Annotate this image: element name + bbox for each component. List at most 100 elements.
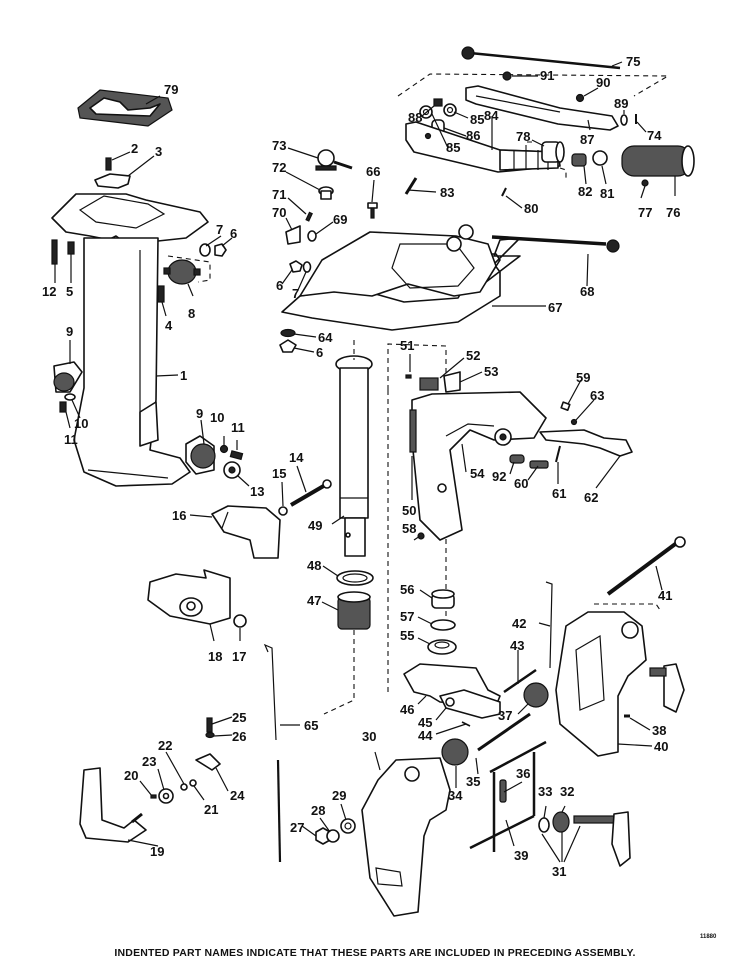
callout-19: 19	[150, 844, 164, 859]
callout-58: 58	[402, 521, 416, 536]
part-6-nut	[214, 243, 227, 257]
part-13-washer	[223, 461, 241, 479]
part-48-ring	[336, 570, 374, 586]
callout-15: 15	[272, 466, 286, 481]
callout-49: 49	[308, 518, 322, 533]
part-33-washer	[538, 817, 550, 833]
callout-42: 42	[512, 616, 526, 631]
callout-24: 24	[230, 788, 245, 803]
part-9-mount-left	[53, 361, 83, 393]
part-75-tie-rod	[461, 46, 621, 70]
callout-66: 66	[366, 164, 380, 179]
part-77-screw	[641, 179, 649, 187]
callout-59: 59	[576, 370, 590, 385]
callout-68: 68	[580, 284, 594, 299]
footer-note: INDENTED PART NAMES INDICATE THAT THESE …	[114, 947, 636, 959]
callout-87: 87	[580, 132, 594, 147]
part-67-swivel-bracket	[281, 224, 521, 331]
part-29-bushing	[340, 818, 356, 834]
callout-72: 72	[272, 160, 286, 175]
callout-28: 28	[311, 803, 325, 818]
part-35-spring	[477, 712, 531, 752]
part-19-lever	[79, 767, 147, 843]
callout-44: 44	[418, 728, 433, 743]
callout-48: 48	[307, 558, 321, 573]
part-10-nut-right	[219, 444, 229, 454]
part-45-plate	[439, 689, 501, 719]
part-8-mount	[163, 259, 201, 285]
callout-7: 7	[216, 222, 223, 237]
callout-82: 82	[578, 184, 592, 199]
part-43-pin	[503, 668, 537, 694]
part-52-pad	[419, 377, 439, 391]
callout-10: 10	[210, 410, 224, 425]
part-56-bushing	[431, 589, 455, 609]
part-20-pin	[150, 794, 157, 799]
part-21-ring	[189, 779, 197, 787]
part-58-screw	[417, 532, 425, 540]
part-88-bushing	[433, 98, 443, 107]
part-53-clip	[443, 371, 461, 393]
callout-92: 92	[492, 469, 506, 484]
callout-21: 21	[204, 802, 218, 817]
part-47-bushing	[337, 591, 371, 630]
part-90-nut	[575, 93, 585, 103]
part-3-plate	[94, 173, 131, 189]
part-23-washer	[158, 788, 174, 804]
part-82-spring	[571, 153, 587, 167]
part-2-screw	[105, 157, 112, 171]
part-6-nut-c	[279, 339, 297, 353]
part-32-bushing	[552, 811, 570, 833]
callout-35: 35	[466, 774, 480, 789]
part-73-gear	[315, 149, 353, 171]
callout-53: 53	[484, 364, 498, 379]
part-66-bolt	[367, 202, 378, 219]
callout-10: 10	[74, 416, 88, 431]
part-84-steering-arm	[405, 121, 561, 173]
callout-78: 78	[516, 129, 530, 144]
callout-88: 88	[408, 110, 422, 125]
part-42-wire	[545, 581, 553, 669]
callout-51: 51	[400, 338, 414, 353]
callout-30: 30	[362, 729, 376, 744]
part-39-bracket	[469, 740, 547, 852]
part-22-ring	[180, 783, 188, 791]
callout-25: 25	[232, 710, 246, 725]
part-63-screw	[570, 418, 578, 426]
part-1-exhaust-housing	[51, 193, 209, 487]
callout-71: 71	[272, 187, 286, 202]
part-62-reverse-lock	[539, 429, 633, 457]
callout-43: 43	[510, 638, 524, 653]
part-69-washer	[307, 230, 317, 242]
callout-6: 6	[316, 345, 323, 360]
part-83-screw	[404, 177, 418, 195]
callout-81: 81	[600, 186, 614, 201]
part-87-throttle-link	[465, 85, 619, 131]
callout-2: 2	[131, 141, 138, 156]
part-80-pin	[501, 187, 507, 197]
part-10-washer-left	[64, 393, 76, 401]
callout-46: 46	[400, 702, 414, 717]
part-9-mount-right	[185, 435, 216, 475]
callout-7: 7	[292, 286, 299, 301]
callout-85: 85	[446, 140, 460, 155]
callout-20: 20	[124, 768, 138, 783]
callout-63: 63	[590, 388, 604, 403]
part-50-spring	[409, 409, 417, 453]
callout-33: 33	[538, 784, 552, 799]
part-7-washer	[199, 243, 211, 257]
callout-75: 75	[626, 54, 640, 69]
part-16-bracket	[211, 505, 281, 559]
callout-38: 38	[652, 723, 666, 738]
callout-79: 79	[164, 82, 178, 97]
callout-18: 18	[208, 649, 222, 664]
callout-47: 47	[307, 593, 321, 608]
callout-57: 57	[400, 609, 414, 624]
part-40-clamp-bracket	[555, 611, 685, 757]
part-72-bushing	[318, 186, 334, 200]
callout-9: 9	[196, 406, 203, 421]
parts-drawing	[51, 46, 695, 917]
part-17-knob	[233, 614, 247, 628]
callout-50: 50	[402, 503, 416, 518]
